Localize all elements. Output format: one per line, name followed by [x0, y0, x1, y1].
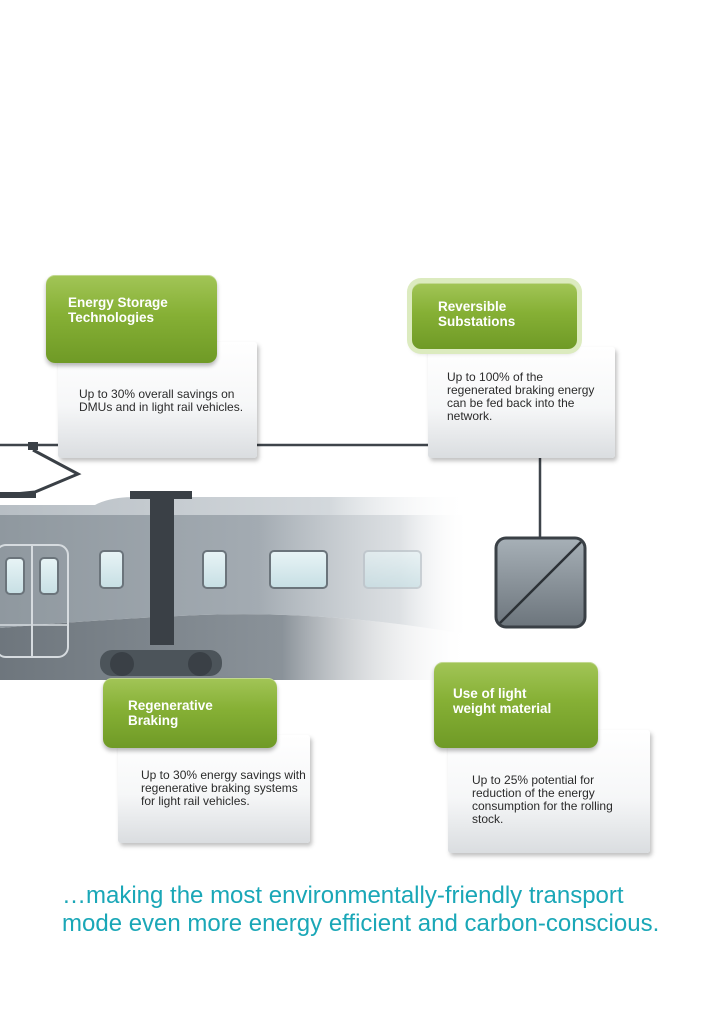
reversible-substations-text: Up to 100% of the regenerated braking en… [447, 370, 595, 423]
regenerative-braking-card: Up to 30% energy savings with regenerati… [118, 735, 310, 843]
converter-icon [494, 536, 587, 629]
pantograph-icon [0, 442, 82, 498]
energy-storage-text: Up to 30% overall savings on DMUs and in… [79, 387, 244, 414]
regenerative-braking-text: Up to 30% energy savings with regenerati… [141, 768, 306, 808]
regenerative-braking-title: Regenerative Braking [103, 678, 277, 748]
train-illustration [0, 491, 470, 680]
light-weight-title: Use of light weight material [434, 662, 598, 748]
reversible-substations-card: Up to 100% of the regenerated braking en… [428, 347, 615, 458]
light-weight-card: Up to 25% potential for reduction of the… [448, 730, 650, 853]
reversible-substations-title: Reversible Substations [412, 283, 577, 349]
light-weight-text: Up to 25% potential for reduction of the… [472, 773, 613, 826]
energy-storage-title: Energy Storage Technologies [46, 275, 217, 363]
closing-statement: …making the most environmentally-friendl… [62, 882, 660, 937]
